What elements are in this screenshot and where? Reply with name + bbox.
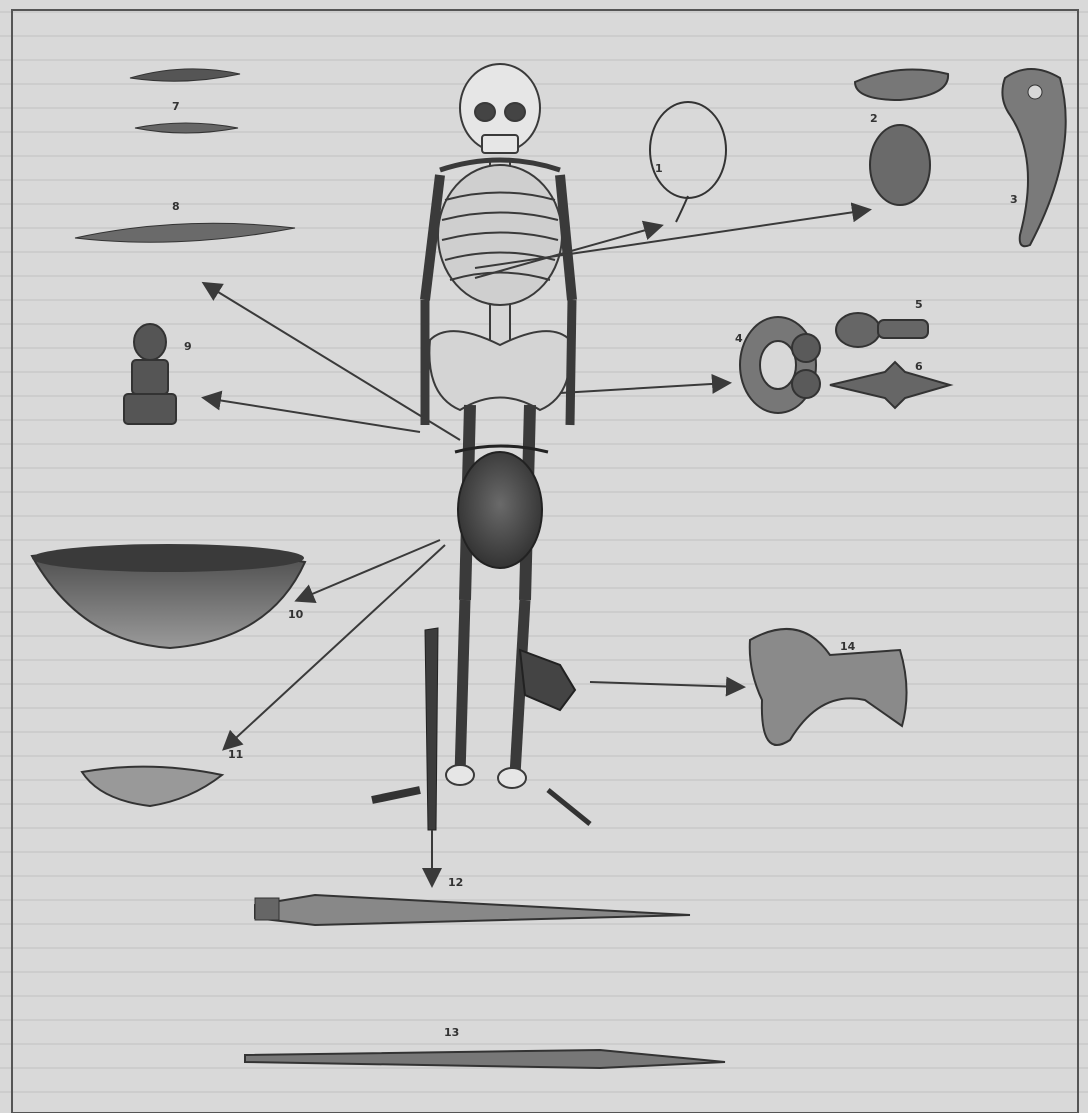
artifact-round-bead (870, 125, 930, 205)
label-2: 2 (870, 112, 878, 125)
label-7: 7 (172, 100, 180, 113)
label-4: 4 (735, 332, 743, 345)
label-14: 14 (840, 640, 856, 653)
label-1: 1 (655, 162, 663, 175)
label-5: 5 (915, 298, 923, 311)
label-3: 3 (1010, 193, 1018, 206)
label-13: 13 (444, 1026, 459, 1039)
label-8: 8 (172, 200, 180, 213)
skeleton-ribcage (438, 165, 562, 305)
label-10: 10 (288, 608, 304, 621)
label-12: 12 (448, 876, 463, 889)
label-11: 11 (228, 748, 243, 761)
label-9: 9 (184, 340, 192, 353)
stone-over-thighs (458, 452, 542, 568)
label-6: 6 (915, 360, 923, 373)
